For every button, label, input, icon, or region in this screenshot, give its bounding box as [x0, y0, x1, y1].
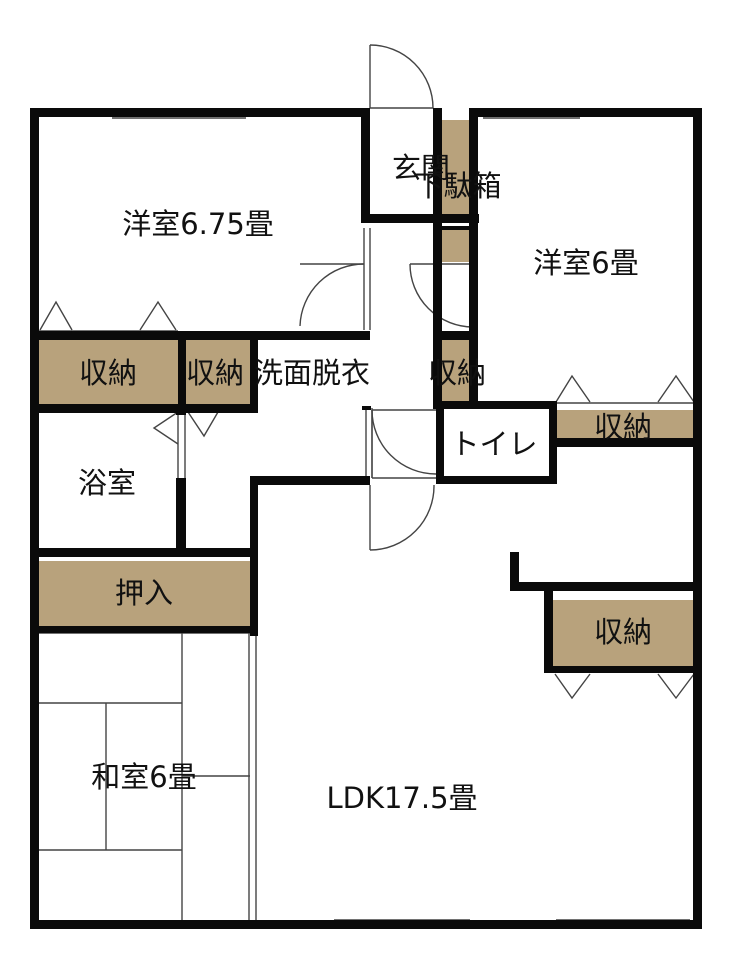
storage-label-right-lower: 収納	[594, 615, 652, 649]
toilet-label: トイレ	[450, 427, 537, 461]
storage-fill-hall	[441, 340, 473, 406]
storage-fill-right-upper	[556, 410, 694, 442]
bathroom-label: 浴室	[78, 466, 136, 500]
western-room-1-label: 洋室6.75畳	[122, 207, 274, 241]
shoe-box-fill-upper	[441, 120, 469, 216]
storage-fill-right-lower	[552, 600, 694, 666]
storage-fill-left	[38, 339, 178, 405]
storage-label-right-upper: 収納	[594, 410, 652, 444]
walls	[30, 108, 702, 929]
storage-label-hall: 収納	[428, 356, 486, 390]
entrance-label: 玄関	[392, 151, 450, 185]
ldk-label: LDK17.5畳	[326, 781, 477, 815]
western-room-2-label: 洋室6畳	[533, 246, 638, 280]
closet-fill	[38, 561, 250, 627]
shoe-box-fill-lower	[441, 228, 469, 262]
dressing-room-label: 洗面脱衣	[254, 356, 370, 390]
storage-fill-mid	[186, 339, 250, 405]
storage-label-left: 収納	[79, 356, 137, 390]
closet-label: 押入	[115, 576, 173, 610]
shoe-box-label: 下駄箱	[414, 169, 501, 203]
japanese-room-label: 和室6畳	[91, 760, 196, 794]
storage-label-mid: 収納	[186, 356, 244, 390]
